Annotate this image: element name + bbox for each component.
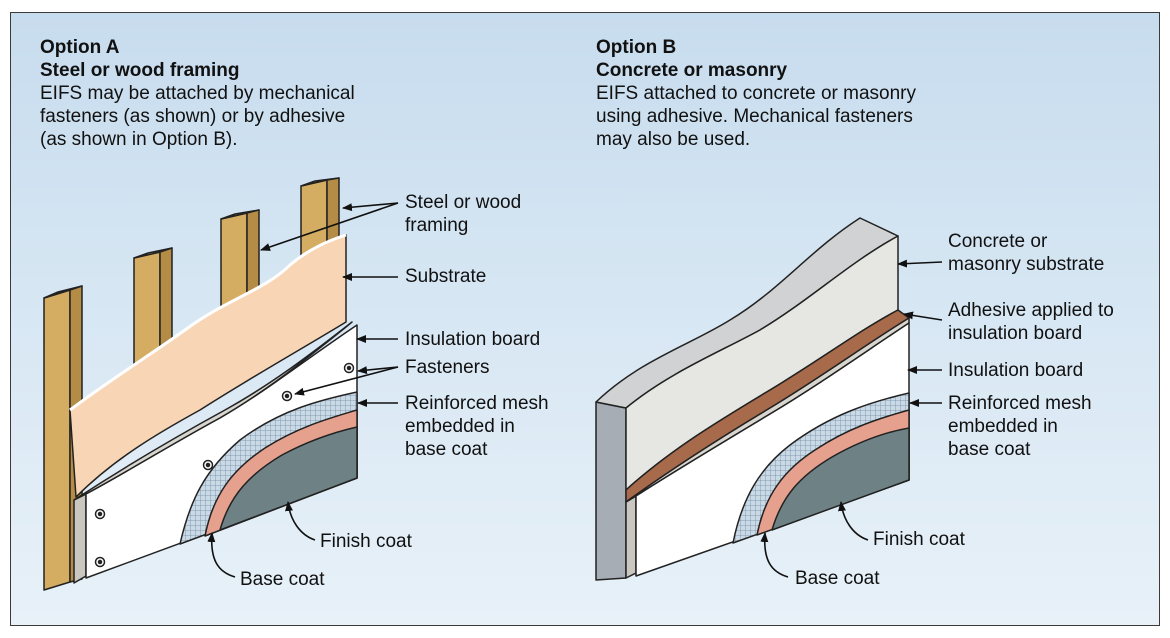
option-b-assembly [595, 217, 910, 581]
finish-coat-b [771, 427, 910, 531]
option-a-desc-line-3: (as shown in Option B). [40, 129, 238, 150]
option-a-assembly [43, 177, 358, 591]
label-mesh-line-1: Reinforced mesh [405, 393, 549, 414]
option-a-heading: Option A Steel or wood framing EIFS may … [40, 36, 355, 151]
label-framing-line-1: Steel or wood [405, 192, 522, 213]
concrete-side [595, 401, 627, 581]
label-finish-coat: Finish coat [320, 531, 412, 552]
option-b-leaders [760, 259, 943, 578]
label-mesh-b-line-3: base coat [948, 439, 1031, 460]
option-a-desc-line-1: EIFS may be attached by mechanical [40, 83, 355, 104]
label-finish-coat-b: Finish coat [873, 529, 965, 550]
label-concrete-line-1: Concrete or [948, 231, 1048, 252]
finish-coat [219, 426, 358, 531]
option-a-subtitle: Steel or wood framing [40, 60, 240, 81]
insulation-board-b [635, 322, 910, 577]
label-concrete-substrate: Concrete or masonry substrate [948, 230, 1104, 276]
label-mesh-line-3: base coat [405, 439, 488, 460]
label-insulation-board: Insulation board [405, 329, 541, 350]
option-b-heading: Option B Concrete or masonry EIFS attach… [596, 36, 916, 151]
option-a-desc-line-2: fasteners (as shown) or by adhesive [40, 106, 346, 127]
label-fasteners: Fasteners [405, 357, 490, 378]
label-adhesive-line-1: Adhesive applied to [948, 300, 1114, 321]
option-a-leaders [207, 202, 399, 578]
option-b-subtitle: Concrete or masonry [596, 60, 788, 81]
fastener-dots [94, 362, 355, 568]
label-mesh-b-line-1: Reinforced mesh [948, 393, 1092, 414]
label-insulation-board-b: Insulation board [948, 360, 1084, 381]
label-framing: Steel or wood framing [405, 191, 521, 237]
label-reinforced-mesh-b: Reinforced mesh embedded in base coat [948, 392, 1092, 461]
insulation-board-edge-b [625, 495, 637, 579]
label-base-coat: Base coat [240, 569, 325, 590]
option-b-desc-line-1: EIFS attached to concrete or masonry [596, 83, 916, 104]
label-mesh-line-2: embedded in [405, 416, 515, 437]
label-base-coat-b: Base coat [795, 568, 880, 589]
option-b-title: Option B [596, 37, 677, 58]
label-substrate: Substrate [405, 266, 487, 287]
label-mesh-b-line-2: embedded in [948, 416, 1058, 437]
option-a-title: Option A [40, 37, 120, 58]
label-concrete-line-2: masonry substrate [948, 254, 1105, 275]
label-adhesive-line-2: insulation board [948, 323, 1083, 344]
insulation-board [85, 324, 358, 579]
option-b-desc-line-3: may also be used. [596, 129, 751, 150]
insulation-board-edge [73, 493, 87, 584]
option-b-desc-line-2: using adhesive. Mechanical fasteners [596, 106, 913, 127]
label-reinforced-mesh: Reinforced mesh embedded in base coat [405, 392, 549, 461]
label-adhesive: Adhesive applied to insulation board [948, 299, 1114, 345]
label-framing-line-2: framing [405, 215, 469, 236]
